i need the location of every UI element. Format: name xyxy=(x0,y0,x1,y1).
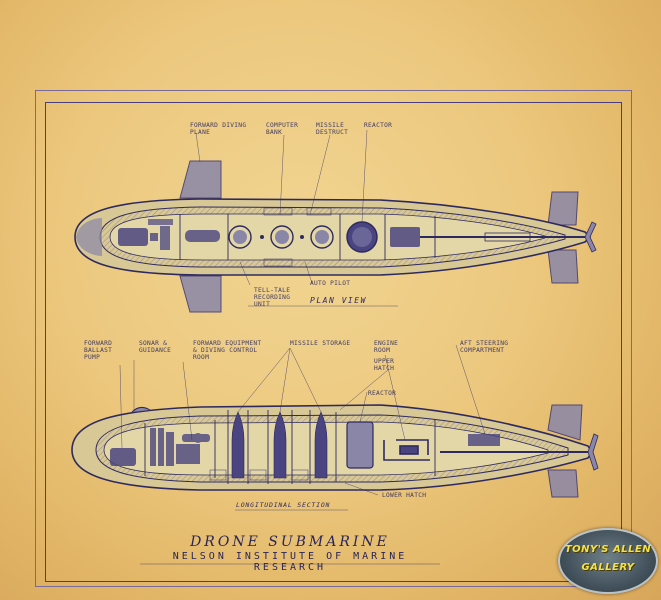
label-sonar-guidance: SONAR & GUIDANCE xyxy=(139,340,172,354)
section-rear-fin-bottom xyxy=(547,469,579,498)
label-aft-steering: AFT STEERING COMPARTMENT xyxy=(460,340,509,354)
label-upper-hatch: UPPER HATCH xyxy=(374,358,395,372)
section-view-title: LONGITUDINAL SECTION xyxy=(236,501,331,509)
section-ballast-pump xyxy=(110,448,136,466)
plan-view-title: PLAN VIEW xyxy=(310,296,367,305)
section-reactor xyxy=(346,421,374,469)
rear-fin-bottom xyxy=(547,249,579,284)
plan-missile-tubes xyxy=(228,225,334,249)
page-title: DRONE SUBMARINE xyxy=(190,534,390,550)
upper-hatch-bump xyxy=(131,406,151,413)
label-forward-diving-plane: FORWARD DIVING PLANE xyxy=(190,122,247,136)
bow-cap xyxy=(76,218,102,256)
section-engine xyxy=(383,439,430,461)
section-rear-fin-top xyxy=(547,404,583,441)
page-subtitle: NELSON INSTITUTE OF MARINE RESEARCH xyxy=(172,551,408,573)
label-forward-ballast-pump: FORWARD BALLAST PUMP xyxy=(84,340,113,361)
section-aft-steering xyxy=(468,434,500,446)
plan-propeller xyxy=(584,221,597,253)
label-reactor-plan: REACTOR xyxy=(364,122,393,129)
forward-diving-plane-top xyxy=(179,160,222,199)
label-forward-equipment: FORWARD EQUIPMENT & DIVING CONTROL ROOM xyxy=(193,340,262,361)
label-computer-bank: COMPUTER BANK xyxy=(266,122,299,136)
label-reactor-section: REACTOR xyxy=(368,390,397,397)
watermark-line-1: TONY'S ALLEN xyxy=(564,544,652,555)
label-missile-storage: MISSILE STORAGE xyxy=(290,340,351,347)
label-lower-hatch: LOWER HATCH xyxy=(382,492,427,499)
watermark-line-2: GALLERY xyxy=(581,562,635,573)
section-missiles xyxy=(231,411,328,479)
inner-frame xyxy=(45,102,622,582)
plan-view xyxy=(74,129,597,313)
label-missile-destruct: MISSILE DESTRUCT xyxy=(316,122,349,136)
label-auto-pilot: AUTO PILOT xyxy=(310,280,351,287)
label-engine-room: ENGINE ROOM xyxy=(374,340,399,354)
forward-diving-plane-bottom xyxy=(179,275,222,313)
label-tell-tale: TELL-TALE RECORDING UNIT xyxy=(254,287,291,308)
gallery-watermark: TONY'S ALLEN GALLERY xyxy=(558,528,658,594)
plan-ballast-pump xyxy=(118,228,148,246)
section-propeller xyxy=(587,433,599,471)
longitudinal-section xyxy=(71,344,599,565)
outer-frame xyxy=(35,90,632,587)
plan-engine xyxy=(390,227,420,247)
rear-fin-top xyxy=(547,191,579,226)
